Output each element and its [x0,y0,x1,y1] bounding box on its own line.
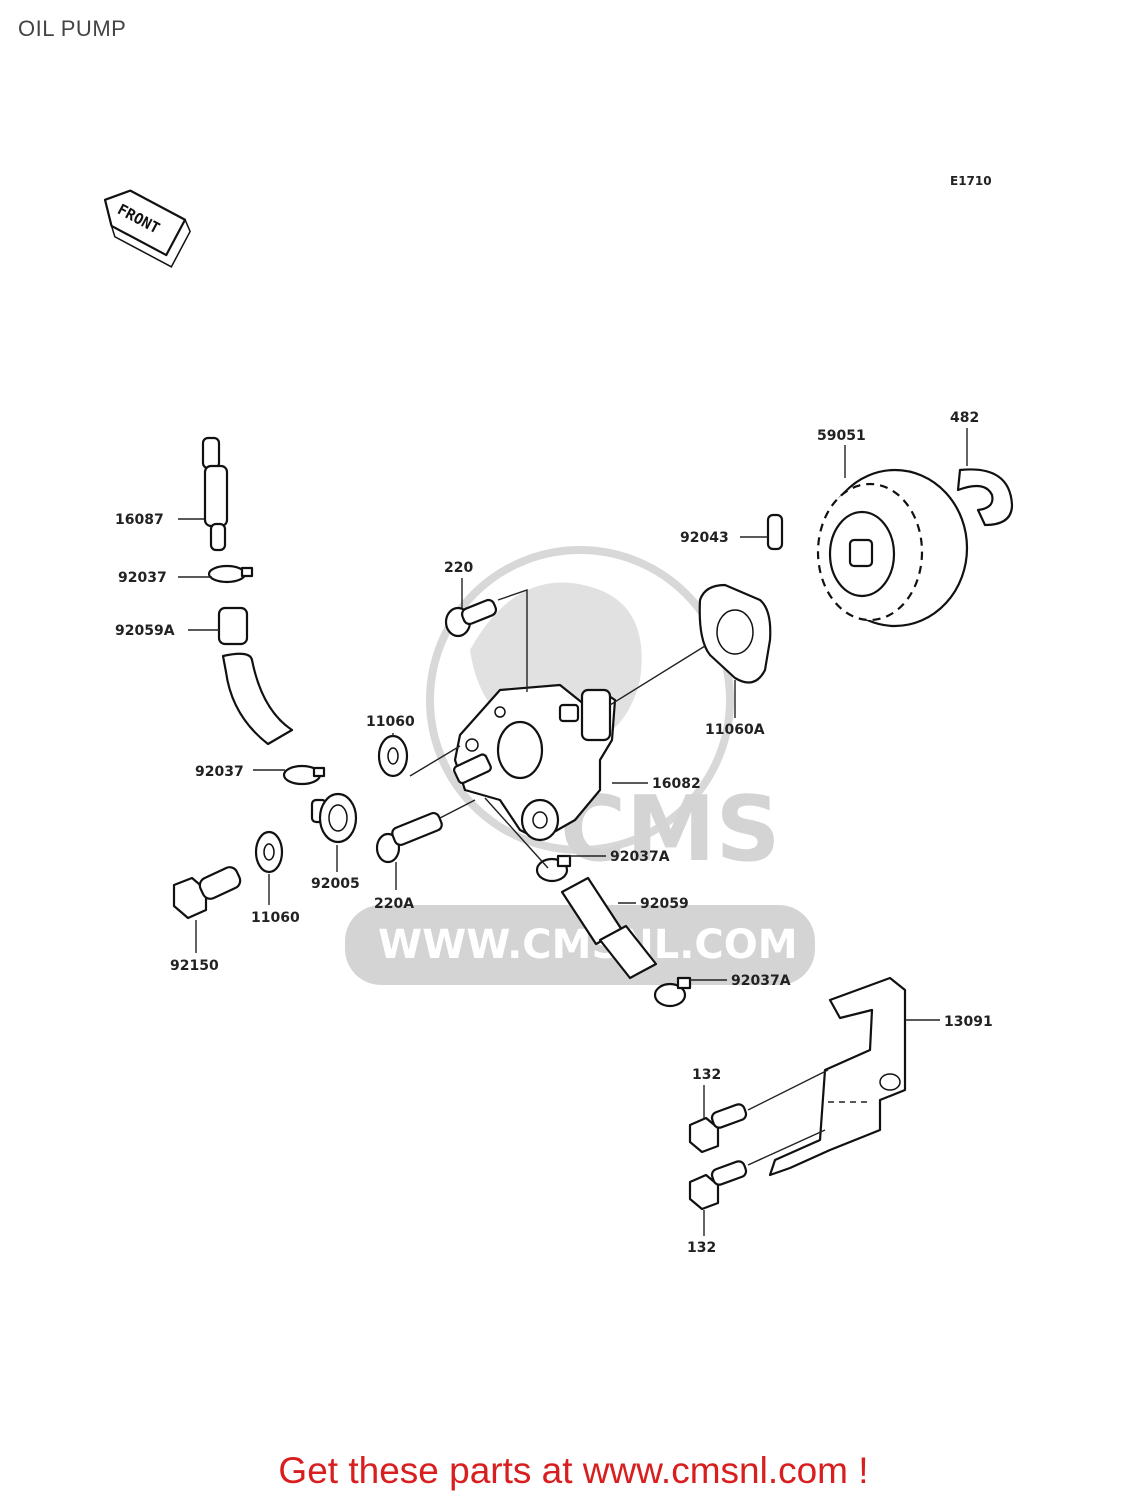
part-label[interactable]: 59051 [817,428,866,444]
part-label[interactable]: 220A [374,896,414,912]
screw-220 [444,598,498,638]
washer-11060-lower [254,830,284,874]
gasket-11060A [698,583,772,684]
gear-59051 [816,468,969,628]
part-label[interactable]: 13091 [944,1014,993,1030]
part-label[interactable]: 482 [950,410,979,426]
part-label[interactable]: 92059 [640,896,689,912]
part-label[interactable]: 11060 [251,910,300,926]
circlip-482 [956,468,1014,527]
clamp-92037-lower [282,764,326,786]
leader-lines [178,428,968,1236]
hose-92059 [560,876,658,980]
banjo-fitting-92005 [310,792,358,844]
call-to-action-link[interactable]: Get these parts at www.cmsnl.com ! [278,1450,869,1491]
pin-92043 [766,513,784,551]
part-label[interactable]: 11060A [705,722,765,738]
part-label[interactable]: 92037 [195,764,244,780]
cover-plate-13091 [768,976,907,1177]
bolt-132-upper [688,1103,748,1154]
part-label[interactable]: 92037A [610,849,670,865]
screw-220A [375,812,443,864]
fitting-16087 [201,436,229,552]
parts-diagram: CMS WWW.CMSNL.COM E1710 FRONT [103,174,1014,1256]
part-label[interactable]: 92005 [311,876,360,892]
washer-11060-upper [377,734,409,778]
front-arrow-icon: FRONT [103,189,191,268]
diagram-code: E1710 [950,174,992,188]
banjo-bolt-92150 [172,866,242,920]
part-label[interactable]: 16082 [652,776,701,792]
part-label[interactable]: 92059A [115,623,175,639]
part-label[interactable]: 132 [687,1240,716,1256]
part-labels: 16087 92037 92059A 92037 92005 11060 921… [115,410,993,1256]
part-label[interactable]: 16087 [115,512,164,528]
part-label[interactable]: 92037A [731,973,791,989]
clamp-92037-upper [207,564,254,584]
part-label[interactable]: 92043 [680,530,729,546]
part-label[interactable]: 92037 [118,570,167,586]
part-label[interactable]: 11060 [366,714,415,730]
clamp-92037A-lower [653,976,692,1008]
hose-92059A [217,606,294,746]
oil-pump-16082 [453,683,617,842]
bolt-132-lower [688,1160,748,1211]
part-label[interactable]: 92150 [170,958,219,974]
page-title: OIL PUMP [18,16,127,41]
part-label[interactable]: 132 [692,1067,721,1083]
part-label[interactable]: 220 [444,560,473,576]
